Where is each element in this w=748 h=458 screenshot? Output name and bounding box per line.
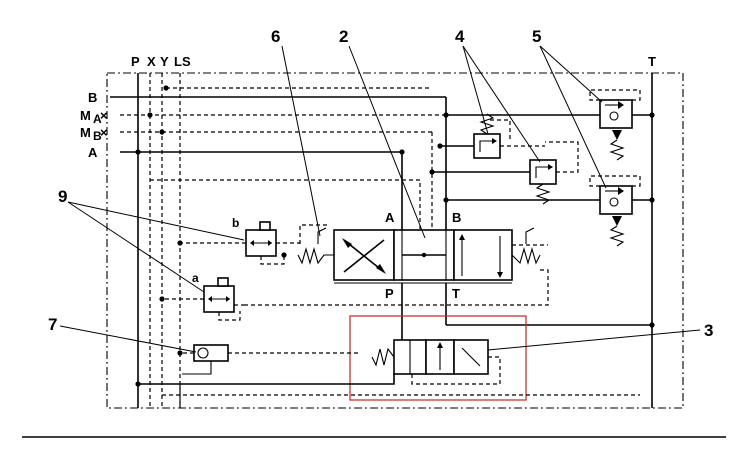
callout-5: 5 bbox=[532, 27, 541, 46]
marker-MA: × bbox=[100, 108, 108, 123]
highlight-box bbox=[349, 315, 527, 401]
label-MB: M bbox=[80, 125, 91, 140]
directional-valve-2 bbox=[297, 229, 541, 284]
shuttle-valve-7 bbox=[180, 344, 360, 375]
label-Y: Y bbox=[160, 54, 169, 69]
valve-label-A: A bbox=[385, 210, 395, 225]
label-X: X bbox=[147, 54, 156, 69]
pressure-valve-5-top bbox=[589, 89, 641, 161]
valve-label-B: B bbox=[452, 210, 461, 225]
callout-6: 6 bbox=[271, 27, 280, 46]
pilot-valve-9a bbox=[162, 277, 244, 321]
callout-4: 4 bbox=[455, 27, 465, 46]
label-LS: LS bbox=[174, 54, 191, 69]
assembly-boundary bbox=[106, 72, 684, 409]
marker-MB: × bbox=[100, 125, 108, 140]
label-MB-sub: B bbox=[93, 129, 102, 143]
label-T: T bbox=[648, 54, 656, 69]
pilot-valve-9b bbox=[180, 221, 300, 265]
valve-label-P: P bbox=[385, 286, 394, 301]
label-P: P bbox=[131, 54, 140, 69]
callout-9: 9 bbox=[58, 187, 67, 206]
valve-label-T: T bbox=[452, 286, 460, 301]
label-A: A bbox=[88, 145, 98, 160]
label-MA: M bbox=[80, 108, 91, 123]
pilot-label-b: b bbox=[232, 216, 239, 230]
label-B: B bbox=[88, 90, 97, 105]
compensator-3 bbox=[371, 283, 652, 385]
callout-7: 7 bbox=[48, 315, 57, 334]
callout-3: 3 bbox=[704, 321, 713, 340]
reducing-valve-4b bbox=[432, 141, 579, 205]
pressure-valve-5-bottom bbox=[589, 175, 641, 247]
reducing-valve-4a bbox=[440, 113, 545, 159]
pilot-label-a: a bbox=[192, 271, 199, 285]
label-MA-sub: A bbox=[93, 112, 102, 126]
callout-2: 2 bbox=[339, 27, 348, 46]
